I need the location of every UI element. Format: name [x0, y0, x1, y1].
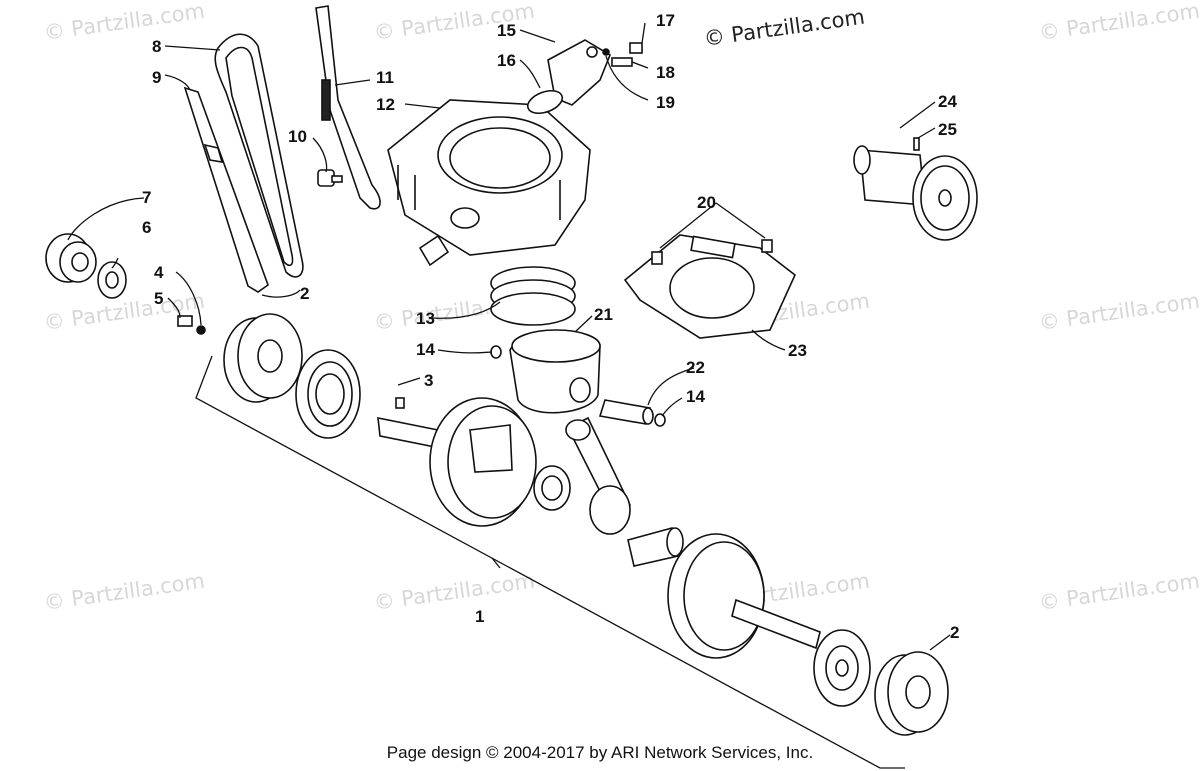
cam-chain	[214, 33, 304, 278]
callout-20: 20	[697, 193, 716, 212]
callout-15: 15	[497, 21, 516, 40]
main-bearing-left	[223, 313, 303, 403]
leader-lines	[67, 22, 951, 651]
crank-bearing	[533, 465, 571, 511]
callout-7: 7	[142, 188, 151, 207]
washer-19	[602, 48, 610, 56]
piston	[509, 329, 601, 414]
crankshaft-right-half	[667, 533, 821, 659]
tensioner-bolt-17	[629, 42, 643, 54]
base-dowel-pins	[651, 239, 773, 265]
assembly-bracket	[195, 355, 905, 769]
connecting-rod	[565, 416, 632, 535]
callout-22: 22	[686, 358, 705, 377]
sprocket-washer	[97, 261, 127, 299]
callout-6: 6	[142, 218, 151, 237]
tensioner-bolt	[317, 169, 343, 187]
copyright-stamp: © Partzilla.com	[702, 5, 866, 51]
tensioner-bolt-18	[611, 57, 633, 67]
callout-5: 5	[154, 289, 163, 308]
watermark: © Partzilla.com	[1037, 0, 1200, 45]
callout-23: 23	[788, 341, 807, 360]
callout-16: 16	[497, 51, 516, 70]
chain-tensioner-guide	[315, 5, 381, 210]
timing-gear	[813, 629, 871, 707]
callout-14: 14	[686, 387, 705, 406]
cylinder-dowel	[418, 234, 450, 267]
cylinder-base-gasket	[623, 234, 796, 339]
piston-pin	[598, 399, 654, 425]
callout-4: 4	[154, 263, 164, 282]
callout-19: 19	[656, 93, 675, 112]
woodruff-key	[395, 397, 405, 409]
watermark: © Partzilla.com	[42, 0, 206, 45]
main-bearing-right	[874, 651, 949, 736]
callout-3: 3	[424, 371, 433, 390]
cam-sprocket	[45, 233, 97, 283]
sprocket-washer-4	[196, 325, 206, 335]
crankshaft-left-half	[377, 397, 537, 527]
watermark: © Partzilla.com	[1037, 289, 1200, 335]
page-footer: Page design © 2004-2017 by ARI Network S…	[387, 743, 813, 762]
callout-2: 2	[300, 284, 309, 303]
callout-14: 14	[416, 340, 435, 359]
callout-8: 8	[152, 37, 161, 56]
callout-11: 11	[376, 68, 394, 87]
watermark: © Partzilla.com	[1037, 569, 1200, 615]
sprocket-bolt	[177, 315, 193, 327]
callout-18: 18	[656, 63, 675, 82]
callout-25: 25	[938, 120, 957, 139]
watermark: © Partzilla.com	[42, 569, 206, 615]
piston-rings	[490, 266, 576, 326]
chain-guide	[183, 86, 269, 293]
callout-13: 13	[416, 309, 435, 328]
callout-24: 24	[938, 92, 957, 111]
callout-21: 21	[594, 305, 613, 324]
callout-10: 10	[288, 127, 307, 146]
piston-pin-circlip	[490, 345, 502, 359]
callout-12: 12	[376, 95, 395, 114]
watermark: © Partzilla.com	[42, 289, 206, 335]
callout-2: 2	[950, 623, 959, 642]
callout-17: 17	[656, 11, 675, 30]
callout-labels: 1 2 2 3 4 5 6 7 8 9 10 11 12 13 14 14 15…	[142, 11, 959, 642]
callout-9: 9	[152, 68, 161, 87]
camshaft-pin	[913, 137, 920, 151]
cylinder	[387, 99, 591, 256]
callout-1: 1	[475, 607, 484, 626]
tensioner-gasket	[526, 89, 564, 115]
piston-pin-circlip-b	[654, 413, 666, 427]
watermark: © Partzilla.com	[372, 569, 536, 615]
camshaft	[853, 145, 978, 241]
oil-seal	[295, 349, 361, 439]
crank-pin	[627, 527, 684, 567]
